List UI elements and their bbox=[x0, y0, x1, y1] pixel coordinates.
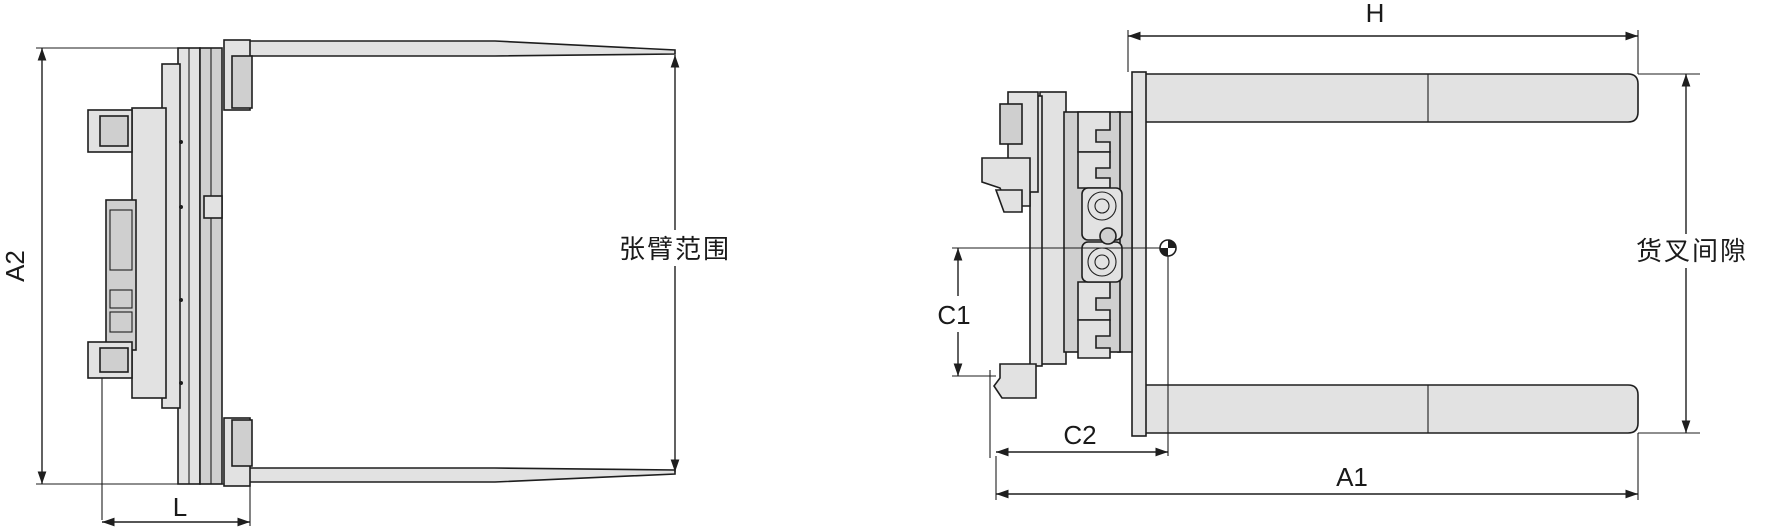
label-a1: A1 bbox=[1336, 462, 1368, 492]
lower-hook-plate bbox=[993, 363, 1037, 399]
center-of-gravity-icon bbox=[1159, 239, 1177, 257]
label-a2: A2 bbox=[0, 250, 30, 282]
label-h: H bbox=[1366, 0, 1385, 28]
motor bbox=[105, 199, 137, 351]
dimension-h: H bbox=[1127, 0, 1639, 74]
rotator-housing bbox=[131, 107, 167, 399]
upper-clamp-arm bbox=[223, 39, 676, 111]
dimension-arm-range: 张臂范围 bbox=[602, 54, 748, 472]
lower-clamp-arm bbox=[223, 417, 676, 487]
dimension-c1: C1 bbox=[930, 248, 996, 377]
label-c2: C2 bbox=[1063, 420, 1096, 450]
right-view: H 货叉间隙 C1 C2 A1 bbox=[930, 0, 1764, 500]
shift-plate bbox=[1039, 91, 1067, 365]
label-fork-gap: 货叉间隙 bbox=[1636, 236, 1748, 266]
label-arm-range: 张臂范围 bbox=[619, 234, 731, 264]
dimension-l: L bbox=[102, 484, 251, 527]
fork-frame bbox=[1131, 71, 1147, 437]
dimension-fork-gap: 货叉间隙 bbox=[1620, 73, 1764, 434]
center-bracket bbox=[203, 195, 223, 219]
lower-fork bbox=[1142, 384, 1639, 434]
left-view: A2 L 张臂范围 bbox=[0, 39, 748, 527]
label-l: L bbox=[173, 492, 187, 522]
guide-rollers bbox=[1077, 111, 1123, 359]
dimension-a2: A2 bbox=[0, 47, 224, 485]
dimension-c2: C2 bbox=[996, 420, 1168, 457]
dimension-a1: A1 bbox=[995, 433, 1639, 500]
label-c1: C1 bbox=[937, 300, 970, 330]
upper-fork bbox=[1142, 73, 1639, 123]
